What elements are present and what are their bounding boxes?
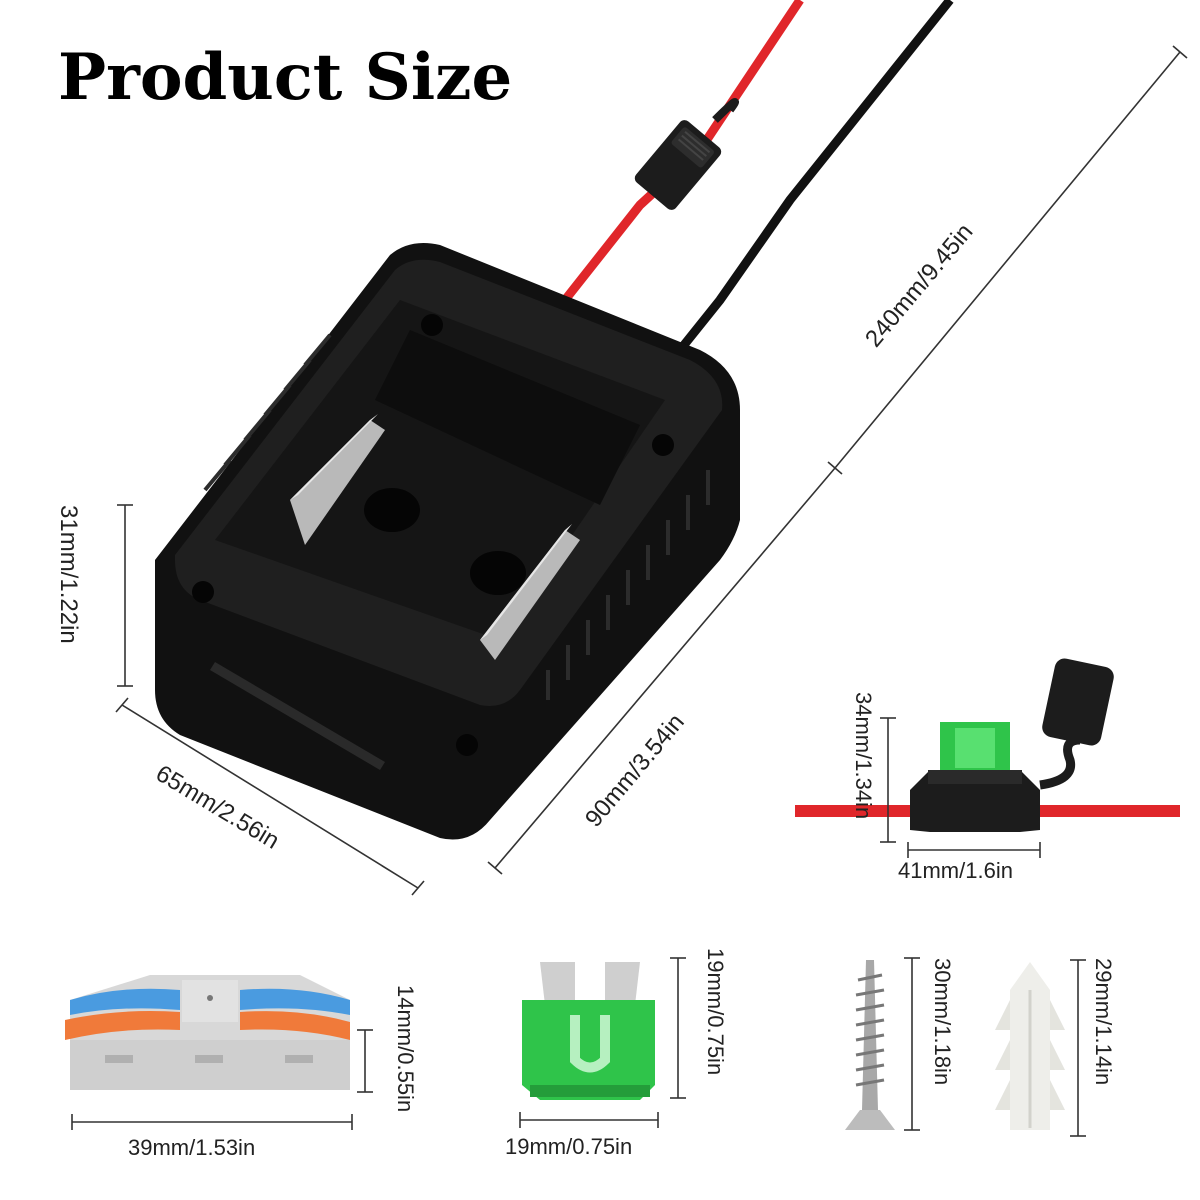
cable-group [561,0,954,353]
connector-width-label: 39mm/1.53in [128,1135,256,1160]
page-title: Product Size [58,40,513,115]
inline-fuse-holder [634,120,722,210]
screw [845,957,920,1131]
fuse-width-label: 19mm/0.75in [505,1134,633,1159]
wire-connector [65,975,373,1130]
fuse-holder-width-label: 41mm/1.6in [898,858,1013,883]
fuse-holder-height-label: 34mm/1.34in [851,692,876,820]
mounting-hole [364,488,420,532]
connector-lever-blue [70,988,180,1015]
anchor-length-label: 29mm/1.14in [1091,958,1116,1086]
fuse-height-label: 19mm/0.75in [703,948,728,1076]
blade-fuse [519,957,686,1128]
screw-length-label: 30mm/1.18in [930,958,955,1086]
fuse-holder-cap [1042,658,1114,746]
black-wire [676,0,954,353]
terminal-left [290,420,385,545]
connector-height-label: 14mm/0.55in [393,985,418,1113]
adapter-height-label: 31mm/1.22in [55,505,82,644]
fuse-holder-detail [795,658,1180,858]
mounting-hole [470,551,526,595]
connector-lever-orange [65,1011,180,1040]
wall-anchor [995,959,1086,1137]
fuse-body [522,1000,655,1100]
fuse-holder-body [910,770,1040,832]
terminal-right [480,530,580,660]
battery-adapter [155,242,740,840]
dimension-lines [115,45,1188,896]
